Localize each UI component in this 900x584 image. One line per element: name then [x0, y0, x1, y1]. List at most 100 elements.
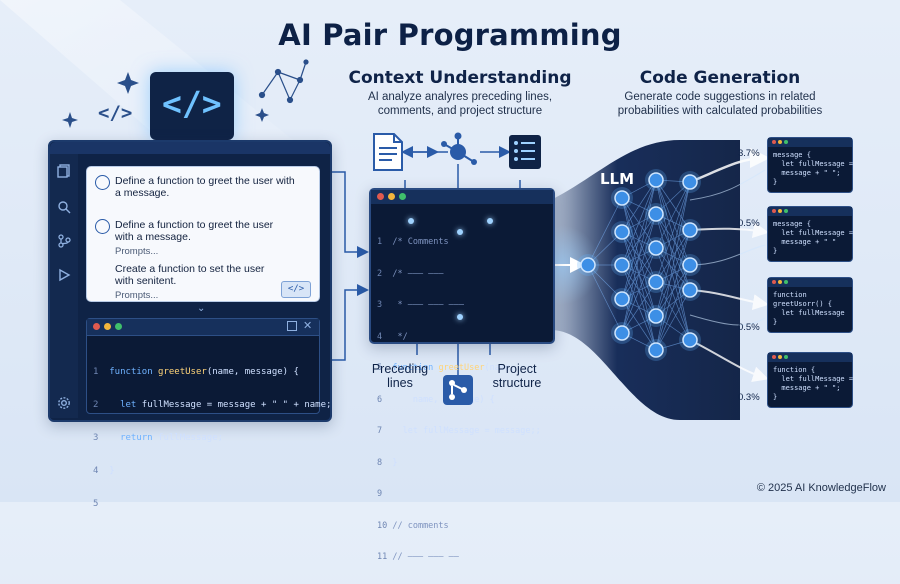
- suggestion-card[interactable]: function { let fullMessage = message + "…: [767, 352, 853, 408]
- code-icon-large: </>: [150, 72, 234, 140]
- network-node: [648, 308, 664, 324]
- document-icon: [373, 133, 403, 171]
- page-title: AI Pair Programming: [278, 18, 622, 52]
- search-icon[interactable]: [57, 200, 71, 214]
- code-line: let fullMessage: [773, 309, 845, 317]
- network-node: [648, 206, 664, 222]
- files-icon[interactable]: [57, 164, 71, 178]
- network-node: [682, 222, 698, 238]
- ide-titlebar: [50, 142, 330, 154]
- network-edge: [655, 213, 691, 291]
- ide-activity-bar: [50, 154, 78, 418]
- code-line: message {: [773, 220, 811, 228]
- code-line: let fullMessage =: [773, 160, 854, 168]
- network-edge: [655, 281, 691, 341]
- project-tree-icon: [443, 375, 473, 405]
- code-line: message + " ";: [773, 169, 841, 177]
- suggestion-card[interactable]: message { let fullMessage = message + " …: [767, 137, 853, 193]
- network-edge: [655, 179, 691, 231]
- window-dot: [784, 280, 788, 284]
- network-edge: [621, 179, 657, 334]
- settings-gear-icon[interactable]: [57, 396, 71, 410]
- llm-label: LLM: [600, 170, 635, 188]
- network-edge: [621, 179, 657, 300]
- prompt-item[interactable]: Define a function to greet the user with…: [95, 219, 310, 258]
- network-graph-icon: [441, 132, 477, 165]
- card-titlebar: [768, 138, 852, 147]
- network-edge: [621, 213, 657, 334]
- network-edge: [655, 289, 691, 351]
- network-edge: [621, 281, 657, 334]
- network-edge: [587, 231, 623, 266]
- network-edge: [621, 179, 657, 233]
- prompt-line: Define a function to greet the user with: [115, 175, 295, 187]
- network-node: [614, 190, 630, 206]
- network-edge: [655, 247, 691, 341]
- network-node: [648, 274, 664, 290]
- card-titlebar: [768, 207, 852, 216]
- network-edge: [655, 213, 691, 341]
- window-dot: [778, 280, 782, 284]
- code-editor[interactable]: ✕ 1 function greetUser(name, message) { …: [86, 318, 331, 509]
- context-code-panel: 1 /* Comments 2 /* ——— ——— 3 * ——— ——— —…: [369, 188, 555, 562]
- window-dot: [784, 140, 788, 144]
- maximize-dot[interactable]: [115, 323, 122, 330]
- insert-code-button[interactable]: </>: [281, 281, 311, 298]
- window-dot: [784, 355, 788, 359]
- code-line: let fullMessage =: [773, 229, 854, 237]
- copyright: © 2025 AI KnowledgeFlow: [756, 482, 886, 494]
- prompt-chat-panel: Define a function to greet the user with…: [86, 166, 320, 302]
- network-edge: [655, 229, 691, 351]
- prompt-line: with senitent.: [115, 275, 177, 287]
- network-edge: [655, 229, 691, 283]
- code-line: let fullMessage =: [773, 375, 854, 383]
- highlight-dot: [457, 229, 463, 235]
- window-dot: [784, 209, 788, 213]
- split-icon[interactable]: [287, 321, 297, 331]
- prompt-line: Define a function to greet the user: [115, 219, 274, 231]
- prompt-sub: Prompts...: [115, 246, 159, 257]
- code-line: message + " ": [773, 238, 837, 246]
- generation-heading: Code Generation: [639, 68, 801, 88]
- list-document-icon: [509, 135, 541, 169]
- network-edge: [655, 264, 691, 351]
- network-edge: [655, 229, 691, 317]
- suggestion-code: function { let fullMessage = message + "…: [773, 366, 853, 402]
- ide-window: Define a function to greet the user with…: [48, 140, 332, 509]
- network-edge: [655, 179, 691, 291]
- code-line: }: [773, 318, 778, 326]
- network-edge: [621, 247, 657, 334]
- prompt-item[interactable]: Create a function to set the user with s…: [95, 263, 310, 302]
- network-node: [682, 174, 698, 190]
- close-dot: [377, 193, 384, 200]
- close-dot[interactable]: [93, 323, 100, 330]
- highlight-dot: [487, 218, 493, 224]
- context-heading: Context Understanding: [348, 68, 572, 88]
- network-node: [648, 240, 664, 256]
- network-node: [648, 342, 664, 358]
- user-icon: [95, 219, 110, 234]
- source-control-icon[interactable]: [57, 234, 71, 248]
- close-icon[interactable]: ✕: [303, 320, 313, 332]
- network-edge: [621, 179, 657, 266]
- network-edge: [587, 197, 623, 266]
- network-node: [682, 282, 698, 298]
- network-node: [614, 224, 630, 240]
- network-node: [580, 257, 596, 273]
- network-edge: [655, 181, 691, 249]
- network-edge: [655, 181, 691, 317]
- code-line: function {: [773, 366, 816, 374]
- network-edge: [655, 181, 691, 215]
- code-line: message {: [773, 151, 811, 159]
- minimize-dot[interactable]: [104, 323, 111, 330]
- chevron-down-icon[interactable]: ⌄: [197, 303, 206, 314]
- window-dot: [772, 209, 776, 213]
- prompt-item[interactable]: Define a function to greet the user with…: [95, 175, 310, 199]
- project-structure-label: Project structure: [492, 362, 542, 390]
- highlight-dot: [408, 218, 414, 224]
- suggestion-card[interactable]: message { let fullMessage = message + " …: [767, 206, 853, 262]
- run-debug-icon[interactable]: [57, 268, 71, 282]
- code-bubble-icon: [95, 175, 110, 190]
